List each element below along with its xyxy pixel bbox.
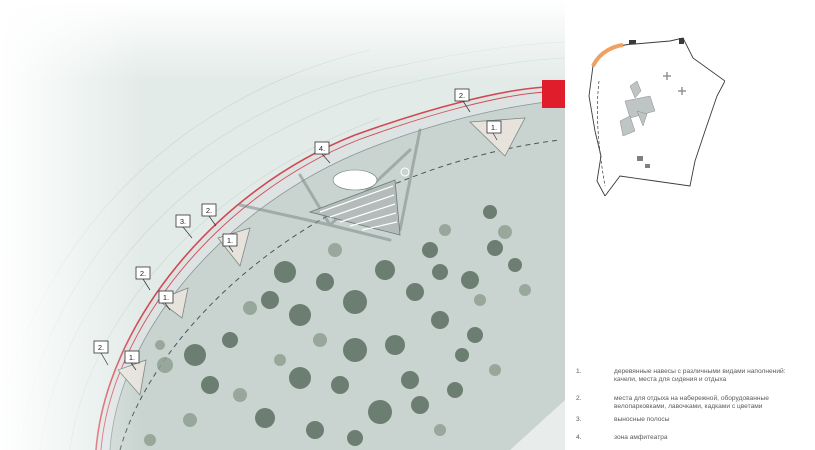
minimap-cross-icons bbox=[663, 72, 686, 95]
marker-6: 1. bbox=[222, 233, 238, 247]
marker-8: 1. bbox=[158, 290, 174, 304]
site-plan: 2. 1. 4. 3. 2. 1. 2. 1. 2. 1. bbox=[0, 0, 565, 450]
minimap-highlight bbox=[591, 43, 624, 67]
marker-label: 1. bbox=[163, 293, 169, 302]
legend-text: выносные полосы bbox=[614, 416, 670, 423]
marker-label: 4. bbox=[319, 144, 325, 153]
marker-label: 2. bbox=[206, 206, 212, 215]
legend-number: 3. bbox=[576, 416, 582, 423]
minimap-dashed-path bbox=[597, 80, 606, 187]
marker-10: 1. bbox=[124, 350, 140, 364]
marker-label: 1. bbox=[129, 353, 135, 362]
marker-label: 2. bbox=[98, 343, 104, 352]
legend-number: 1. bbox=[576, 368, 582, 375]
legend-text: зона амфитеатра bbox=[614, 434, 668, 441]
location-minimap bbox=[588, 37, 725, 196]
road-corner bbox=[510, 400, 565, 450]
minimap-buildings bbox=[619, 80, 656, 137]
marker-leaders bbox=[100, 100, 498, 371]
marker-9: 2. bbox=[93, 340, 109, 354]
marker-label: 3. bbox=[180, 217, 186, 226]
minimap-outline bbox=[588, 37, 725, 196]
marker-label: 1. bbox=[227, 236, 233, 245]
marker-4: 3. bbox=[175, 214, 191, 228]
marker-1: 2. bbox=[454, 88, 470, 102]
marker-2: 1. bbox=[486, 120, 502, 134]
marker-5: 2. bbox=[201, 203, 217, 217]
marker-label: 1. bbox=[491, 123, 497, 132]
legend-text: места для отдыха на набережной, оборудов… bbox=[614, 395, 769, 410]
legend-number: 2. bbox=[576, 395, 582, 402]
marker-label: 2. bbox=[140, 269, 146, 278]
marker-3: 4. bbox=[314, 141, 330, 155]
marker-label: 2. bbox=[459, 91, 465, 100]
marker-7: 2. bbox=[135, 266, 151, 280]
legend-text: деревянные навесы с различными видами на… bbox=[614, 368, 786, 383]
legend-number: 4. bbox=[576, 434, 582, 441]
